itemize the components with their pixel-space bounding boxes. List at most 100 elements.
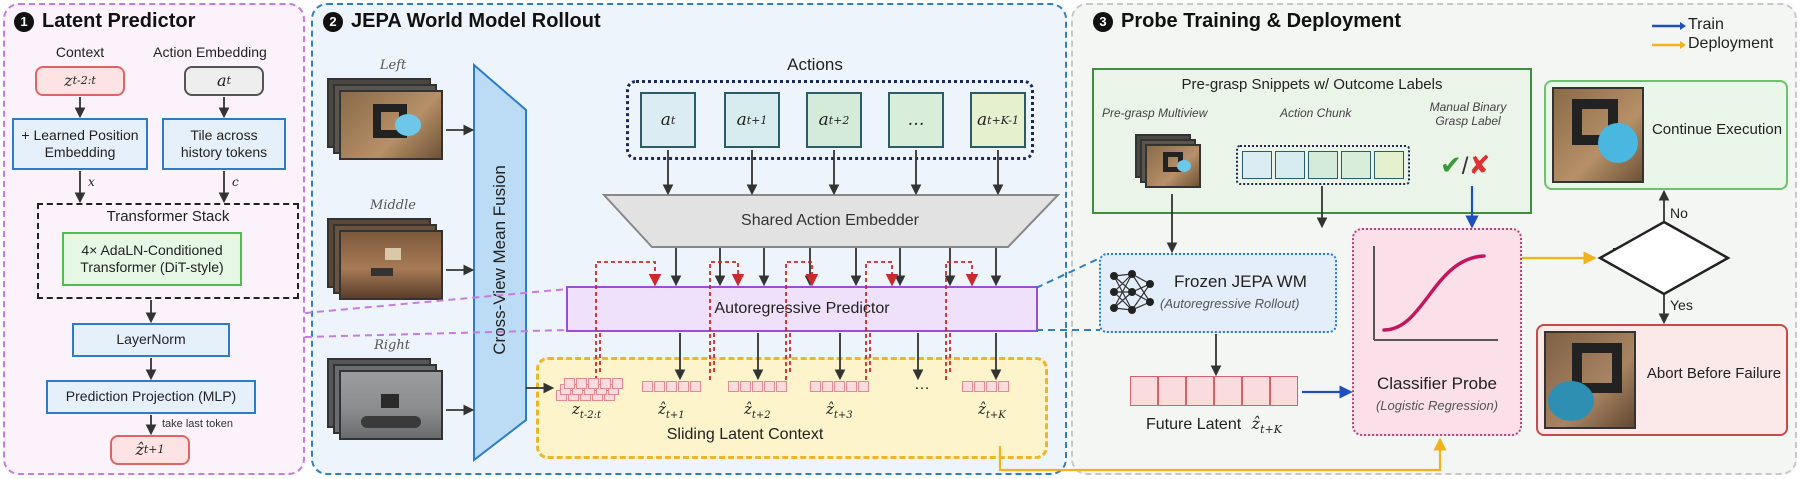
continue-label: Continue Execution (1651, 121, 1783, 138)
legend-deploy-label: Deployment (1688, 35, 1774, 52)
chunk-cell (1374, 151, 1404, 179)
multiview-label: Pre-grasp Multiview (1102, 106, 1208, 120)
future-cell (1214, 376, 1242, 406)
latent-cell (846, 381, 857, 392)
grasp-label-symbols: ✔/✘ (1440, 150, 1490, 181)
action-token-var: a (977, 110, 988, 130)
no-label: No (1670, 205, 1688, 221)
action-sub: t (226, 74, 231, 88)
autoregressive-predictor: Autoregressive Predictor (566, 286, 1038, 332)
latent-cell (666, 381, 677, 392)
prediction-projection-box: Prediction Projection (MLP) (46, 380, 256, 414)
action-token-var: a (818, 110, 829, 130)
yes-label: Yes (1670, 297, 1693, 313)
actions-title: Actions (787, 55, 843, 74)
context-var: z (64, 71, 73, 90)
latent-cell (764, 381, 775, 392)
panel1-title: 1 Latent Predictor (14, 10, 195, 33)
dit-block: 4× AdaLN-Conditioned Transformer (DiT-st… (62, 232, 242, 286)
action-token-var: a (660, 110, 671, 130)
action-token-var: a (736, 110, 747, 130)
position-embedding-box: + Learned Position Embedding (12, 118, 148, 170)
panel3-title: 3 Probe Training & Deployment (1093, 10, 1401, 33)
action-embedding-label: Action Embedding (153, 44, 267, 60)
check-icon: ✔ (1440, 150, 1462, 180)
panel2-number: 2 (323, 11, 343, 32)
latent-cell (588, 378, 599, 389)
future-sub: t+K (1260, 423, 1282, 437)
slash: / (1461, 153, 1469, 180)
decision-text: P(fail) > τ (1612, 245, 1716, 266)
future-cell (1270, 376, 1298, 406)
chunk-cell (1341, 151, 1371, 179)
action-token-sub: t+1 (746, 113, 768, 127)
panel2-title-text: JEPA World Model Rollout (351, 10, 601, 32)
view-label-middle: Middle (370, 198, 416, 213)
latent-cell (654, 381, 665, 392)
future-cell (1242, 376, 1270, 406)
frozen-jepa-box (1099, 253, 1337, 333)
latent-label-0: zt-2:t (572, 400, 602, 421)
latent-cell (810, 381, 821, 392)
output-var: ẑ (135, 440, 144, 459)
manual-label: Manual Binary Grasp Label (1429, 100, 1507, 129)
frozen-title: Frozen JEPA WM (1174, 272, 1307, 291)
fusion-label: Cross-View Mean Fusion (490, 165, 509, 355)
actions-group (626, 80, 1034, 160)
latent-cell (986, 381, 997, 392)
panel1-title-text: Latent Predictor (42, 10, 196, 32)
legend-train-label: Train (1688, 16, 1724, 33)
action-var: a (217, 71, 227, 90)
future-latent-label: Future Latent ẑt+K (1146, 414, 1282, 436)
latent-label-5: ẑt+K (978, 400, 1006, 421)
latent-label-3: ẑt+3 (826, 400, 853, 421)
chunk-cell (1308, 151, 1338, 179)
latent-cell (690, 381, 701, 392)
latent-cell (962, 381, 973, 392)
layernorm-box: LayerNorm (72, 323, 230, 357)
embedder-label: Shared Action Embedder (741, 212, 919, 229)
network-icon (1106, 266, 1158, 323)
output-sub: t+1 (143, 443, 165, 457)
latent-cell (998, 381, 1009, 392)
latent-cell (576, 378, 587, 389)
fusion-label-wrap: Cross-View Mean Fusion (476, 110, 524, 410)
latent-cell (642, 381, 653, 392)
future-text: Future Latent (1146, 416, 1242, 433)
probe-title: Classifier Probe (1377, 374, 1497, 393)
action-chunk-label: Action Chunk (1280, 106, 1352, 120)
context-sub: t-2:t (72, 74, 96, 88)
action-token-3: … (888, 92, 944, 148)
latent-cell (834, 381, 845, 392)
latent-cell (612, 378, 623, 389)
probe-sub: (Logistic Regression) (1375, 398, 1499, 413)
latent-cell (728, 381, 739, 392)
panel1-number: 1 (14, 11, 34, 32)
chunk-cell (1275, 151, 1305, 179)
latent-ellipsis: … (914, 376, 930, 393)
view-label-right: Right (374, 338, 410, 353)
latent-cell (600, 378, 611, 389)
action-token-sub: t+K-1 (987, 113, 1019, 127)
sigmoid-icon (1364, 240, 1504, 365)
latent-cell (740, 381, 751, 392)
chunk-cell (1242, 151, 1272, 179)
panel3-number: 3 (1093, 11, 1113, 32)
latent-cell (564, 378, 575, 389)
c-label: c (232, 175, 239, 189)
sliding-label: Sliding Latent Context (666, 426, 824, 443)
latent-cell (776, 381, 787, 392)
x-label: x (88, 175, 95, 189)
action-token-sub: t (670, 113, 676, 127)
panel3-title-text: Probe Training & Deployment (1121, 10, 1402, 32)
future-var: ẑ (1251, 414, 1261, 433)
snippets-title: Pre-grasp Snippets w/ Outcome Labels (1181, 76, 1443, 93)
